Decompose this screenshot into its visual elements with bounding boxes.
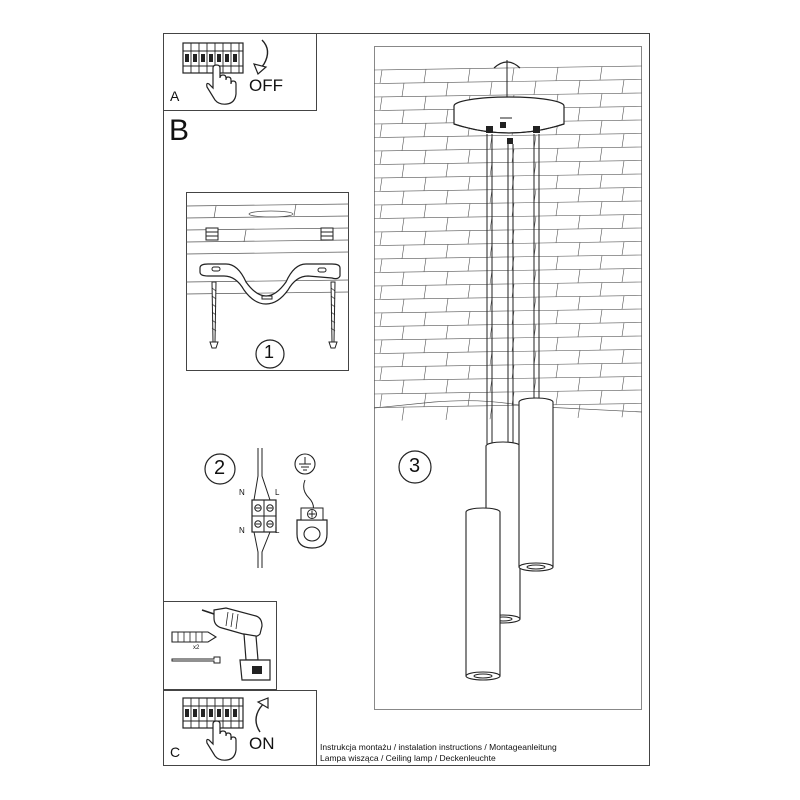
- step-2-number: 2: [214, 457, 226, 479]
- step-c-action: ON: [249, 734, 275, 753]
- anchor-count: x2: [193, 645, 200, 651]
- breaker-icon: [182, 42, 244, 74]
- wall-plug-icon: [171, 631, 218, 643]
- wire-label-n-top: N: [239, 488, 245, 497]
- wire-label-l-bottom: L: [275, 526, 280, 535]
- instruction-frame: [163, 33, 650, 766]
- screw-icon: [171, 656, 221, 664]
- wire-label-l-top: L: [275, 488, 280, 497]
- pendant-lamp-diagram: [398, 60, 565, 681]
- step-3-number: 3: [409, 455, 421, 477]
- wire-label-n-bottom: N: [239, 526, 245, 535]
- caption-instructions: Instrukcja montażu / instalation instruc…: [320, 742, 557, 752]
- drill-icon: [201, 607, 271, 681]
- arrow-icon: [255, 697, 269, 733]
- caption-product: Lampa wisząca / Ceiling lamp / Deckenleu…: [320, 753, 496, 763]
- terminal-block-diagram: [251, 448, 277, 568]
- ceiling-mount-diagram: [185, 203, 350, 369]
- ground-icon: [294, 453, 328, 549]
- step-a-letter: A: [170, 88, 180, 104]
- arrow-icon: [253, 39, 269, 76]
- hand-icon: [206, 720, 237, 761]
- step-2-circle: [204, 453, 236, 485]
- step-b-letter: B: [169, 114, 190, 147]
- hand-icon: [206, 64, 237, 105]
- step-c-letter: C: [170, 744, 181, 760]
- step-a-action: OFF: [249, 76, 283, 95]
- step-1-number: 1: [264, 342, 275, 362]
